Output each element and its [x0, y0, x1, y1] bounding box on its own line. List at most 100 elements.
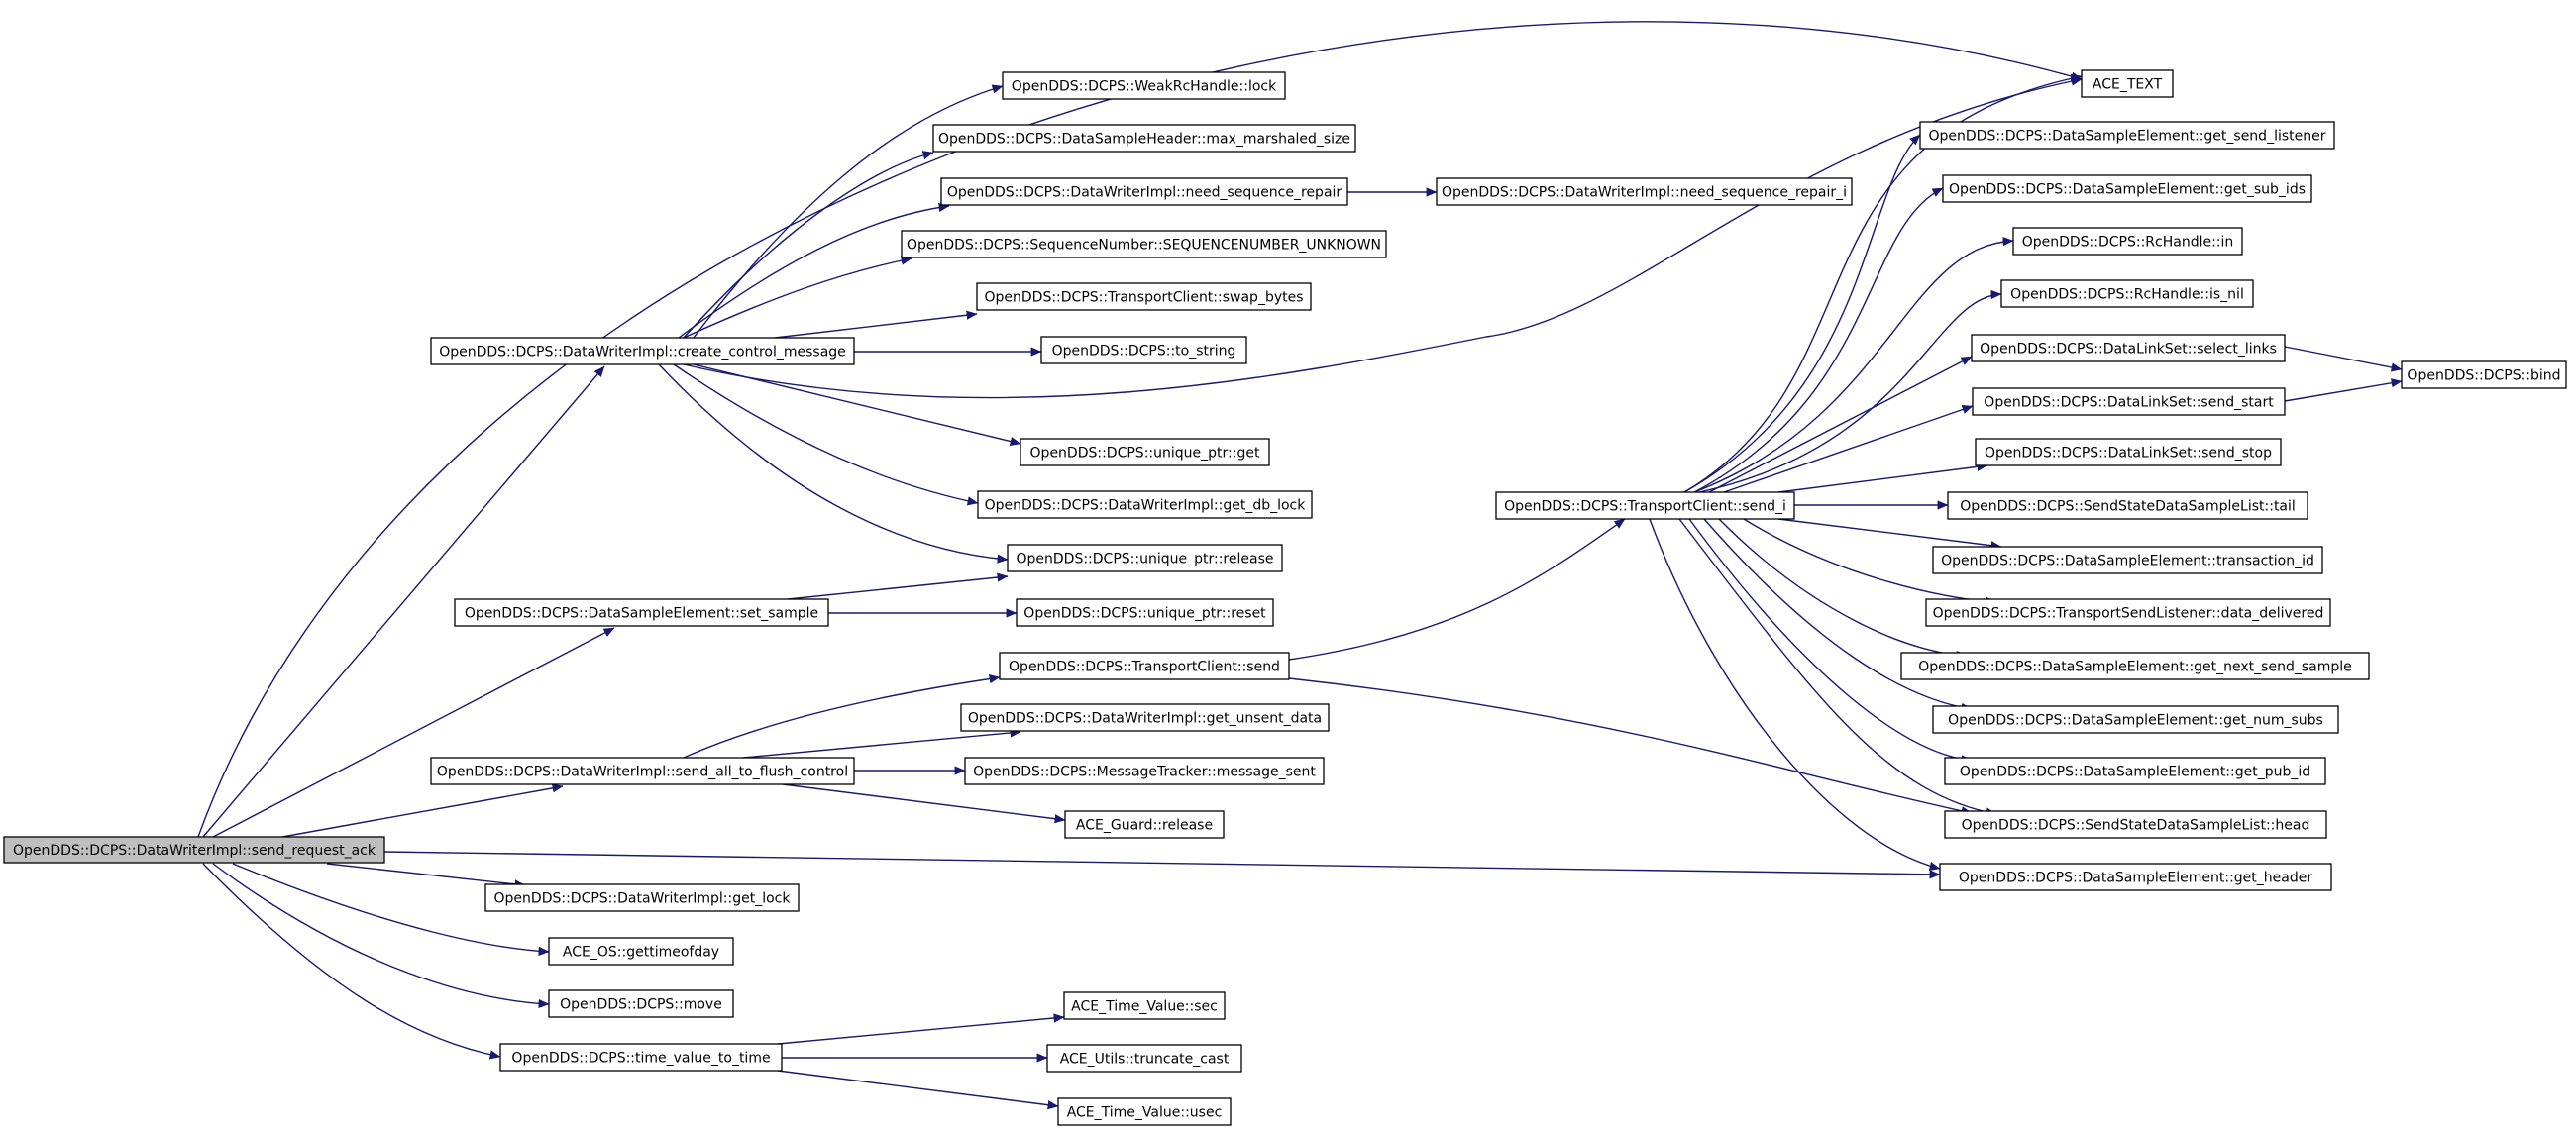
node-label: ACE_Time_Value::sec: [1071, 999, 1218, 1015]
function-node[interactable]: ACE_Time_Value::sec: [1063, 991, 1226, 1020]
node-box: [1975, 438, 2282, 466]
call-edge-create_control_message-to-weak_lock: [693, 84, 1004, 339]
function-node[interactable]: OpenDDS::DCPS::RcHandle::is_nil: [2000, 279, 2254, 308]
call-edge-send_i-to-ace_text: [1683, 73, 2083, 493]
function-node[interactable]: OpenDDS::DCPS::time_value_to_time: [499, 1043, 783, 1072]
function-node[interactable]: OpenDDS::DCPS::SendStateDataSampleList::…: [1944, 810, 2327, 839]
function-node[interactable]: OpenDDS::DCPS::DataWriterImpl::get_unsen…: [960, 703, 1330, 732]
function-node[interactable]: OpenDDS::DCPS::move: [548, 989, 734, 1018]
node-box: [1900, 652, 2370, 680]
function-node[interactable]: OpenDDS::DCPS::DataSampleHeader::max_mar…: [932, 124, 1356, 153]
node-box: [1942, 174, 2312, 203]
function-node[interactable]: ACE_Utils::truncate_cast: [1046, 1044, 1242, 1073]
node-box: [484, 883, 800, 912]
function-node[interactable]: OpenDDS::DCPS::WeakRcHandle::lock: [1002, 71, 1286, 100]
call-edge-send_i-to-get_num_subs: [1703, 518, 1973, 712]
function-node[interactable]: OpenDDS::DCPS::DataSampleElement::get_he…: [1939, 863, 2332, 891]
function-node[interactable]: OpenDDS::DCPS::bind: [2401, 360, 2567, 389]
function-node[interactable]: OpenDDS::DCPS::DataLinkSet::select_links: [1971, 334, 2286, 362]
node-label: OpenDDS::DCPS::RcHandle::is_nil: [2010, 287, 2244, 303]
node-box: [1932, 546, 2323, 574]
function-node[interactable]: ACE_OS::gettimeofday: [548, 937, 734, 966]
function-node[interactable]: OpenDDS::DCPS::DataLinkSet::send_start: [1972, 387, 2286, 416]
node-label: OpenDDS::DCPS::move: [560, 997, 722, 1013]
function-node[interactable]: OpenDDS::DCPS::SequenceNumber::SEQUENCEN…: [901, 230, 1387, 258]
node-box: [940, 177, 1348, 206]
node-label: OpenDDS::DCPS::DataWriterImpl::get_lock: [494, 891, 792, 907]
call-edge-send_request_ack-to-move: [212, 863, 550, 1009]
function-node[interactable]: OpenDDS::DCPS::DataWriterImpl::send_all_…: [430, 757, 855, 785]
node-label: OpenDDS::DCPS::DataSampleElement::get_he…: [1959, 871, 2312, 886]
function-node[interactable]: OpenDDS::DCPS::DataSampleElement::get_pu…: [1944, 757, 2326, 785]
function-node[interactable]: ACE_TEXT: [2081, 69, 2174, 98]
function-node[interactable]: OpenDDS::DCPS::DataWriterImpl::send_requ…: [3, 836, 385, 864]
node-box: [548, 989, 734, 1018]
function-node[interactable]: OpenDDS::DCPS::DataSampleElement::get_nu…: [1932, 705, 2339, 734]
node-label: OpenDDS::DCPS::DataSampleElement::set_sa…: [465, 606, 818, 622]
function-node[interactable]: OpenDDS::DCPS::RcHandle::in: [2012, 227, 2243, 256]
node-box: [1020, 438, 1270, 466]
function-node[interactable]: OpenDDS::DCPS::DataSampleElement::transa…: [1932, 546, 2323, 574]
function-node[interactable]: OpenDDS::DCPS::DataSampleElement::get_su…: [1942, 174, 2312, 203]
function-node[interactable]: OpenDDS::DCPS::DataLinkSet::send_stop: [1975, 438, 2282, 466]
function-node[interactable]: OpenDDS::DCPS::DataWriterImpl::need_sequ…: [940, 177, 1348, 206]
call-edge-send_i-to-get_send_listener: [1683, 134, 1921, 493]
call-edge-send_request_ack-to-get_header: [383, 851, 1941, 879]
node-box: [1057, 1097, 1232, 1126]
call-edge-create_control_message-to-uptr_get: [693, 363, 1021, 447]
node-label: OpenDDS::DCPS::TransportClient::swap_byt…: [984, 290, 1303, 306]
node-label: OpenDDS::DCPS::DataWriterImpl::send_requ…: [13, 843, 376, 859]
call-edge-send_request_ack-to-send_all_to_flush_control: [281, 783, 564, 838]
function-node[interactable]: OpenDDS::DCPS::DataWriterImpl::create_co…: [430, 337, 855, 365]
function-node[interactable]: OpenDDS::DCPS::unique_ptr::get: [1020, 438, 1270, 466]
function-node[interactable]: OpenDDS::DCPS::SendStateDataSampleList::…: [1947, 491, 2308, 520]
node-label: ACE_Utils::truncate_cast: [1060, 1052, 1230, 1068]
node-box: [1064, 810, 1225, 839]
node-label: OpenDDS::DCPS::DataSampleElement::get_pu…: [1960, 765, 2310, 780]
node-label: ACE_Guard::release: [1076, 818, 1213, 834]
call-edge-send_i-to-get_header: [1649, 518, 1941, 871]
function-node[interactable]: OpenDDS::DCPS::TransportSendListener::da…: [1925, 598, 2331, 627]
call-edge-send_request_ack-to-set_sample: [212, 627, 615, 838]
node-box: [1063, 991, 1226, 1020]
function-node[interactable]: OpenDDS::DCPS::DataWriterImpl::get_lock: [484, 883, 800, 912]
call-edge-create_control_message-to-uptr_release: [658, 363, 1009, 564]
node-box: [964, 757, 1325, 785]
node-label: ACE_TEXT: [2093, 77, 2163, 93]
call-edge-send_request_ack-to-get_lock: [326, 863, 526, 889]
call-edge-send_i-to-send_stop: [1777, 462, 1988, 493]
function-node[interactable]: OpenDDS::DCPS::to_string: [1040, 336, 1247, 364]
node-label: OpenDDS::DCPS::DataSampleElement::get_nu…: [1948, 713, 2323, 729]
node-label: ACE_OS::gettimeofday: [563, 945, 719, 961]
node-box: [1971, 334, 2286, 362]
function-node[interactable]: OpenDDS::DCPS::DataSampleElement::get_ne…: [1900, 652, 2370, 680]
node-box: [430, 757, 855, 785]
function-node[interactable]: OpenDDS::DCPS::unique_ptr::release: [1007, 544, 1283, 572]
node-box: [2012, 227, 2243, 256]
node-label: OpenDDS::DCPS::DataWriterImpl::need_sequ…: [947, 185, 1342, 201]
node-box: [1040, 336, 1247, 364]
node-box: [1944, 810, 2327, 839]
function-nodes: OpenDDS::DCPS::DataWriterImpl::send_requ…: [3, 69, 2567, 1126]
function-node[interactable]: OpenDDS::DCPS::unique_ptr::reset: [1016, 598, 1274, 627]
function-node[interactable]: OpenDDS::DCPS::DataWriterImpl::need_sequ…: [1436, 177, 1853, 206]
call-edge-send_all_to_flush_control-to-get_unsent_data: [742, 728, 1021, 759]
node-label: ACE_Time_Value::usec: [1067, 1105, 1223, 1121]
function-node[interactable]: OpenDDS::DCPS::DataSampleElement::get_se…: [1919, 121, 2335, 150]
function-node[interactable]: ACE_Time_Value::usec: [1057, 1097, 1232, 1126]
call-edge-create_control_message-to-get_db_lock: [673, 363, 979, 506]
function-node[interactable]: OpenDDS::DCPS::DataWriterImpl::get_db_lo…: [977, 490, 1313, 519]
node-box: [2081, 69, 2174, 98]
call-edge-send_request_ack-to-gettimeofday: [232, 863, 550, 957]
call-edges: [197, 21, 2403, 1110]
node-label: OpenDDS::DCPS::bind: [2407, 368, 2560, 384]
node-label: OpenDDS::DCPS::unique_ptr::reset: [1023, 606, 1266, 622]
node-box: [1972, 387, 2286, 416]
function-node[interactable]: OpenDDS::DCPS::DataSampleElement::set_sa…: [454, 598, 829, 627]
function-node[interactable]: OpenDDS::DCPS::MessageTracker::message_s…: [964, 757, 1325, 785]
function-node[interactable]: OpenDDS::DCPS::TransportClient::send_i: [1495, 491, 1795, 520]
function-node[interactable]: OpenDDS::DCPS::TransportClient::send: [999, 652, 1290, 680]
function-node[interactable]: ACE_Guard::release: [1064, 810, 1225, 839]
function-node[interactable]: OpenDDS::DCPS::TransportClient::swap_byt…: [976, 282, 1312, 311]
